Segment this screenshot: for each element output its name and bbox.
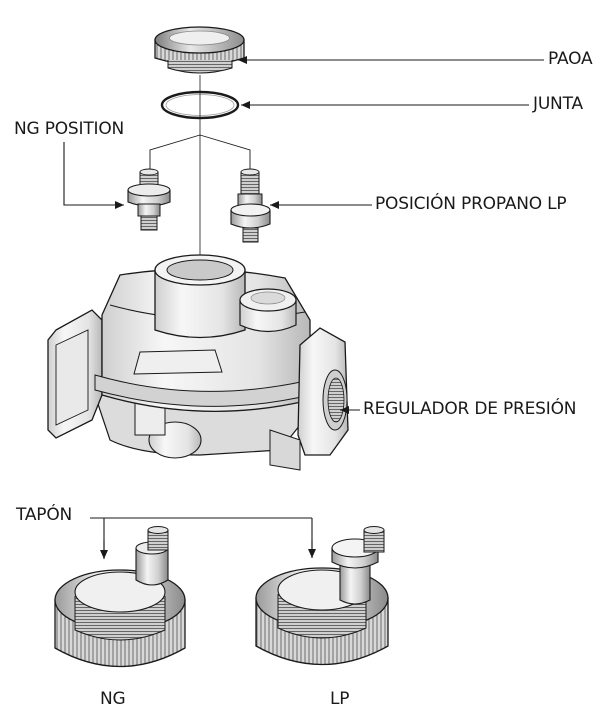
tapon-ng-part	[54, 526, 186, 668]
pressure-regulator-part	[47, 254, 349, 471]
tapon-lp-part	[255, 526, 389, 666]
insert-fork-lines	[149, 134, 251, 172]
ng-insert-part	[127, 168, 171, 231]
lp-insert-part	[230, 168, 271, 243]
cap-part	[154, 26, 245, 74]
label-ng: NG	[100, 689, 126, 709]
label-paoa: PAOA	[548, 49, 593, 69]
tapon-leader	[90, 517, 313, 558]
label-posicion-propano-lp: POSICIÓN PROPANO LP	[375, 194, 567, 214]
label-lp: LP	[330, 689, 350, 709]
ng-position-leader	[63, 142, 124, 209]
label-regulador-de-presion: REGULADOR DE PRESIÓN	[363, 399, 577, 419]
label-ng-position: NG POSITION	[14, 119, 125, 139]
label-tapon: TAPÓN	[16, 505, 73, 525]
label-junta: JUNTA	[533, 94, 583, 114]
